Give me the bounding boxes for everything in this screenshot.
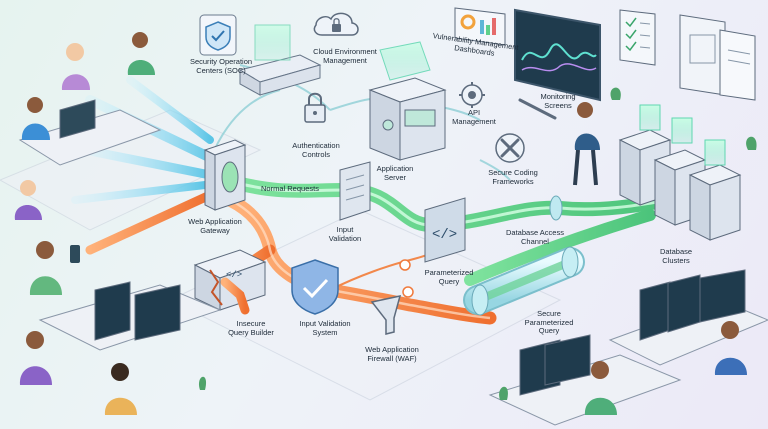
label-insecure-query-builder: Insecure Query Builder — [228, 319, 274, 337]
label-monitoring-screens: Monitoring Screens — [540, 92, 576, 110]
label-soc: Security Operation Centers (SOC) — [189, 57, 253, 75]
soc-hologram-device — [238, 24, 322, 96]
label-normal-requests: Normal Requests — [261, 184, 319, 193]
label-parameterized-query: Parameterized Query — [424, 268, 474, 286]
funnel-icon — [370, 295, 402, 335]
shield-check-icon — [291, 259, 339, 315]
workstation-left — [14, 32, 162, 295]
monitoring-screen — [514, 8, 601, 102]
label-database-access-channel: Database Access Channel — [506, 228, 564, 246]
document-panels — [679, 14, 756, 101]
label-application-server: Application Server — [376, 164, 414, 182]
insecure-query-builder: </> — [193, 249, 267, 315]
database-icon — [618, 104, 742, 241]
label-api-management: API Management — [452, 108, 496, 126]
cloud-lock-icon — [313, 12, 359, 36]
label-input-validation: Input Validation — [328, 225, 362, 243]
workstation-right — [573, 87, 768, 375]
soc-shield-icon — [199, 14, 237, 56]
checklist-clipboard-icon — [619, 9, 656, 66]
incoming-request-beams — [71, 76, 220, 255]
workstation-bottom-left — [19, 281, 222, 415]
svg-text:</>: </> — [432, 227, 457, 243]
secure-query-pipe — [463, 246, 585, 316]
input-validation-panel — [339, 161, 371, 221]
label-authentication-controls: Authentication Controls — [292, 141, 340, 159]
label-secure-parameterized-query: Secure Parameterized Query — [524, 309, 574, 335]
application-server — [368, 41, 447, 161]
label-database-clusters: Database Clusters — [659, 247, 693, 265]
label-input-validation-system: Input Validation System — [299, 319, 351, 337]
web-application-gateway — [203, 139, 247, 211]
vulnerability-dashboard-icon — [454, 7, 506, 46]
gear-icon — [459, 82, 485, 108]
padlock-icon — [304, 92, 326, 123]
svg-text:</>: </> — [226, 270, 242, 280]
database-access-channel-ring — [549, 195, 563, 221]
code-icon: </> — [424, 197, 466, 263]
workstation-bottom-right — [488, 334, 682, 426]
wrench-icon — [495, 98, 557, 163]
label-web-application-firewall: Web Application Firewall (WAF) — [365, 345, 419, 363]
label-secure-coding-frameworks: Secure Coding Frameworks — [488, 168, 538, 186]
label-web-application-gateway: Web Application Gateway — [188, 217, 242, 235]
label-cloud-environment: Cloud Environment Management — [313, 47, 377, 65]
